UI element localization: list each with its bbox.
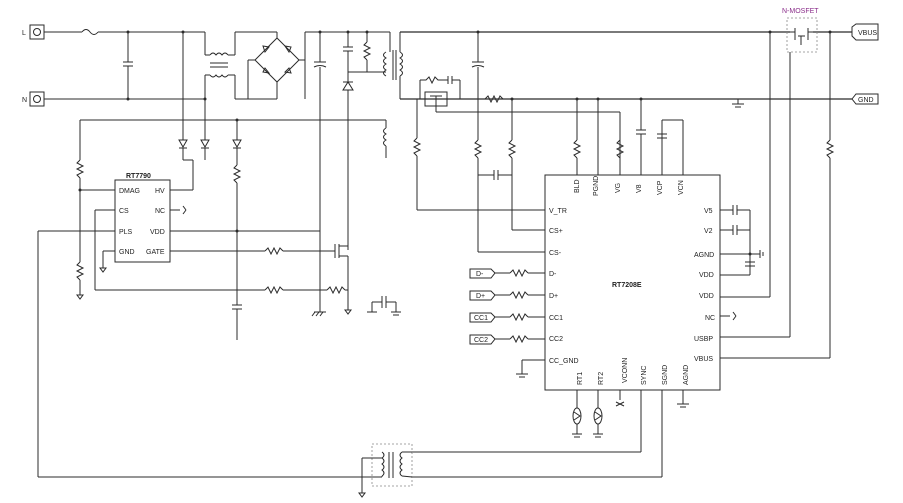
rt7208e-pin-vconn: VCONN bbox=[622, 358, 629, 383]
rt7790-pin-nc: NC bbox=[155, 208, 165, 215]
rt7790-wiring bbox=[37, 119, 386, 478]
vtr-resistor bbox=[412, 99, 545, 211]
ground-symbol bbox=[732, 99, 744, 108]
vbus-output-label: VBUS bbox=[858, 30, 877, 37]
rt7208e-pin-usbp: USBP bbox=[694, 336, 713, 343]
gnd-output-label: GND bbox=[858, 97, 874, 104]
rt7208e-pin-d-plus: D+ bbox=[549, 293, 558, 300]
connector-cc2: CC2 bbox=[469, 334, 545, 345]
rt7208e-pin-vcp: VCP bbox=[657, 180, 664, 195]
rt7208e-pin-agnd-right: AGND bbox=[694, 252, 714, 259]
connector-cc1: CC1 bbox=[469, 312, 545, 323]
rt7208e-pin-vdd-1: VDD bbox=[699, 272, 714, 279]
terminal-l: L bbox=[22, 24, 45, 40]
rt7790-pin-hv: HV bbox=[155, 188, 165, 195]
bottom-pin-wiring bbox=[412, 390, 689, 478]
isolation-transformer bbox=[358, 443, 413, 498]
rt7208e-pin-vg: VG bbox=[615, 183, 622, 193]
chassis-ground-symbols bbox=[311, 296, 401, 317]
rt7208e-pin-v5: V5 bbox=[704, 208, 713, 215]
n-mosfet: N-MOSFET bbox=[720, 8, 819, 298]
rt7790-pin-pls: PLS bbox=[119, 229, 133, 236]
bulk-capacitor bbox=[313, 30, 327, 312]
connector-d-plus: D+ bbox=[469, 290, 545, 301]
terminal-n: N bbox=[22, 91, 45, 107]
rt7790-pin-dmag: DMAG bbox=[119, 188, 140, 195]
rt7208e-pin-v8: V8 bbox=[636, 184, 643, 193]
rt7208e-pin-pgnd: PGND bbox=[593, 176, 600, 196]
connector-cc1-label: CC1 bbox=[474, 315, 488, 322]
snubber-network bbox=[320, 30, 390, 250]
rt7208e-pin-nc: NC bbox=[705, 315, 715, 322]
vbus-output-tag: VBUS bbox=[851, 23, 879, 41]
gnd-output-tag: GND bbox=[851, 93, 879, 105]
rt7208e-pin-sgnd: SGND bbox=[662, 365, 669, 385]
rt7208e-pin-vcn: VCN bbox=[678, 180, 685, 195]
x-capacitor bbox=[123, 30, 133, 101]
top-pin-wiring bbox=[572, 97, 684, 175]
connector-d-minus-label: D- bbox=[476, 271, 484, 278]
rt7208e-pin-rt2: RT2 bbox=[598, 372, 605, 385]
rt7790-pin-gate: GATE bbox=[146, 249, 165, 256]
vbus-sense-resistor bbox=[720, 30, 835, 359]
bridge-rectifier bbox=[247, 31, 320, 100]
rt7790-name: RT7790 bbox=[126, 173, 151, 180]
rt7208e-pin-cc2: CC2 bbox=[549, 336, 563, 343]
rt7790-pin-vdd: VDD bbox=[150, 229, 165, 236]
fuse bbox=[44, 29, 205, 35]
sr-mosfet bbox=[415, 76, 621, 140]
common-mode-choke bbox=[204, 31, 265, 100]
rt7208e-pin-rt1: RT1 bbox=[577, 372, 584, 385]
flyback-transformer bbox=[378, 32, 403, 158]
gnd-sense-resistor bbox=[484, 94, 517, 230]
rt7208e-pin-d-minus: D- bbox=[549, 271, 557, 278]
terminal-n-label: N bbox=[22, 97, 27, 104]
rt7208e-name: RT7208E bbox=[612, 282, 642, 289]
rt7208e-right-wiring bbox=[720, 52, 791, 338]
cs-capacitor bbox=[478, 170, 545, 253]
n-mosfet-label: N-MOSFET bbox=[782, 8, 819, 15]
terminal-l-label: L bbox=[22, 30, 26, 37]
rt7790-ic: RT7790 DMAG CS PLS GND HV NC VDD GATE bbox=[114, 173, 171, 263]
rt7208e-ic: RT7208E BLD PGND VG V8 VCP VCN V_TR CS+ … bbox=[544, 174, 721, 391]
cc-gnd-ground bbox=[516, 359, 545, 378]
rt7208e-pin-cs-minus: CS- bbox=[549, 250, 562, 257]
rt7790-pin-cs: CS bbox=[119, 208, 129, 215]
rt7208e-pin-cc-gnd: CC_GND bbox=[549, 358, 579, 365]
output-capacitor bbox=[471, 30, 485, 252]
rt7208e-pin-agnd-bottom: AGND bbox=[683, 365, 690, 385]
rt7208e-pin-vtr: V_TR bbox=[549, 208, 567, 215]
rt7208e-pin-cc1: CC1 bbox=[549, 315, 563, 322]
connector-d-minus: D- bbox=[469, 268, 545, 279]
connector-d-plus-label: D+ bbox=[476, 293, 485, 300]
rt7208e-pin-bld: BLD bbox=[574, 179, 581, 193]
rt7208e-pin-v2: V2 bbox=[704, 228, 713, 235]
connector-cc2-label: CC2 bbox=[474, 337, 488, 344]
rt7208e-pin-vbus: VBUS bbox=[694, 356, 713, 363]
rt7790-pin-gnd: GND bbox=[119, 249, 135, 256]
rt7208e-pin-cs-plus: CS+ bbox=[549, 228, 563, 235]
rt7208e-pin-vdd-2: VDD bbox=[699, 293, 714, 300]
primary-mosfet bbox=[334, 244, 352, 315]
vdd-branch bbox=[232, 118, 242, 340]
rt7208e-pin-sync: SYNC bbox=[641, 366, 648, 385]
